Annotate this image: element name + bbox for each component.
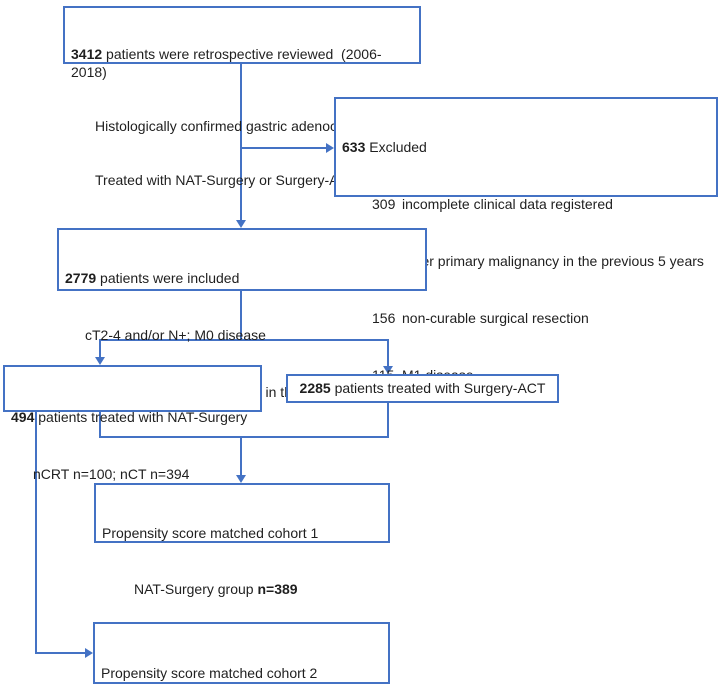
connector-reviewed-to-included-line [240, 64, 242, 220]
connector-surgery-act-down-line [387, 403, 389, 438]
arrowhead-into-excluded [326, 143, 334, 153]
box-nat-surgery: 494 patients treated with NAT-Surgery nC… [3, 365, 262, 482]
box-cohort2: Propensity score matched cohort 2 nCRT g… [93, 622, 390, 684]
connector-merge-to-cohort1-line [240, 436, 242, 475]
included-line2: cT2-4 and/or N+; M0 disease [85, 327, 266, 343]
connector-nat-surgery-to-cohort2-horizontal-line [35, 652, 85, 654]
cohort1-line1: Propensity score matched cohort 1 [102, 525, 319, 541]
arrowhead-into-nat-surgery [95, 357, 105, 365]
connector-included-down-line [240, 291, 242, 340]
connector-nat-surgery-to-cohort2-vertical-line [35, 412, 37, 653]
connector-nat-surgery-down-line [99, 412, 101, 438]
arrowhead-into-surgery-act [383, 366, 393, 374]
arrowhead-into-cohort1 [236, 475, 246, 483]
box-included: 2779 patients were included cT2-4 and/or… [57, 228, 427, 400]
connector-split-left-line [99, 339, 101, 357]
box-reviewed: 3412 patients were retrospective reviewe… [63, 6, 421, 188]
box-cohort1: Propensity score matched cohort 1 NAT-Su… [94, 483, 390, 652]
connector-split-horizontal-line [99, 339, 389, 341]
excluded-header: 633 Excluded [342, 139, 427, 155]
connector-split-right-line [387, 339, 389, 366]
reviewed-line1: 3412 patients were retrospective reviewe… [71, 46, 382, 80]
cohort2-line1: Propensity score matched cohort 2 [101, 665, 318, 681]
arrowhead-into-included [236, 220, 246, 228]
surgery-act-line1: 2285 patients treated with Surgery-ACT [299, 380, 546, 397]
cohort1-line2: NAT-Surgery group n=389 [134, 580, 298, 597]
arrowhead-into-cohort2 [85, 648, 93, 658]
nat-surgery-line1: 494 patients treated with NAT-Surgery [11, 409, 248, 425]
nat-surgery-line2: nCRT n=100; nCT n=394 [33, 466, 190, 482]
box-surgery-act: 2285 patients treated with Surgery-ACT [286, 374, 559, 403]
connector-to-excluded-line [240, 147, 326, 149]
connector-merge-horizontal-line [99, 436, 389, 438]
included-line1: 2779 patients were included [65, 270, 240, 286]
